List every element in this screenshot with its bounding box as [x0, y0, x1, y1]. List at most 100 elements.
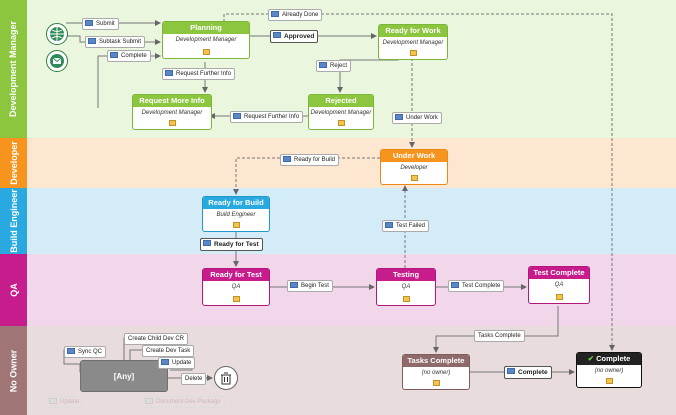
document-icon: [410, 50, 417, 56]
transition-icon: [88, 38, 96, 44]
transition-submit[interactable]: Submit: [82, 18, 119, 30]
state-under-work[interactable]: Under Work Developer: [380, 149, 448, 185]
transition-label: Begin Test: [301, 283, 329, 289]
transition-update[interactable]: Update: [158, 357, 196, 369]
transition-icon: [145, 398, 153, 404]
transition-document-dev-package[interactable]: Document Dev Package: [142, 396, 225, 408]
state-request-more-info[interactable]: Request More Info Development Manager: [132, 94, 212, 130]
document-icon: [169, 120, 176, 126]
state-tasks-complete[interactable]: Tasks Complete (no owner): [402, 354, 470, 390]
document-icon: [203, 49, 210, 55]
transition-begin-test[interactable]: Begin Test: [287, 280, 333, 292]
email-icon[interactable]: [46, 50, 68, 72]
state-any[interactable]: [Any]: [80, 360, 168, 392]
transition-icon: [273, 32, 281, 38]
state-testing[interactable]: Testing QA: [376, 268, 436, 306]
state-role: (no owner): [594, 368, 624, 374]
state-planning[interactable]: Planning Development Manager: [162, 21, 250, 59]
check-icon: ✔: [587, 354, 595, 363]
state-ready-for-build[interactable]: Ready for Build Build Engineer: [202, 196, 270, 232]
transition-subtask-submit[interactable]: Subtask Submit: [85, 36, 146, 48]
state-role: (no owner): [421, 370, 451, 376]
transition-icon: [507, 368, 515, 374]
document-icon: [433, 380, 440, 386]
transition-label: Approved: [284, 33, 315, 40]
transition-icon: [67, 348, 75, 354]
transition-icon: [283, 156, 291, 162]
state-ready-for-work[interactable]: Ready for Work Development Manager: [378, 24, 448, 60]
state-rejected[interactable]: Rejected Development Manager: [308, 94, 374, 130]
document-icon: [606, 378, 613, 384]
transition-test-complete[interactable]: Test Complete: [448, 280, 505, 292]
lane-label: Build Engineer: [0, 188, 27, 254]
transition-create-child-dev-cr[interactable]: Create Child Dev CR: [124, 333, 189, 345]
transition-label: Sync QC: [78, 349, 103, 355]
transition-icon: [110, 52, 118, 58]
transition-reject[interactable]: Reject: [316, 60, 352, 72]
transition-icon: [161, 359, 169, 365]
transition-already-done[interactable]: Already Done: [268, 9, 323, 21]
lane-no-owner: No Owner: [0, 326, 676, 415]
transition-under-work[interactable]: Under Work: [392, 112, 442, 124]
lane-label: No Owner: [0, 326, 27, 415]
transition-label: Complete: [518, 369, 548, 376]
wire-create-task: [129, 349, 142, 360]
transition-label: Ready for Test: [214, 241, 259, 248]
transition-complete-final[interactable]: Complete: [504, 366, 552, 379]
transition-label: Test Failed: [396, 223, 426, 229]
state-ready-for-test[interactable]: Ready for Test QA: [202, 268, 270, 306]
state-role: QA: [554, 282, 564, 288]
transition-complete[interactable]: Complete: [107, 50, 151, 62]
transition-icon: [385, 222, 393, 228]
state-title: Under Work: [381, 150, 447, 162]
lane-label: Developer: [0, 138, 27, 188]
transition-label: Already Done: [282, 12, 319, 18]
transition-icon: [165, 70, 173, 76]
state-role: Development Manager: [175, 37, 237, 43]
transition-icon: [85, 20, 93, 26]
transition-update-faded[interactable]: Update: [46, 396, 84, 408]
lane-label: Development Manager: [0, 0, 27, 138]
transition-icon: [319, 62, 327, 68]
state-title: Planning: [163, 22, 249, 34]
globe-icon[interactable]: [46, 23, 68, 45]
transition-delete[interactable]: Delete: [181, 373, 207, 385]
wire-already-done: [223, 13, 615, 351]
transition-label: Under Work: [406, 115, 438, 121]
transition-label: Submit: [96, 21, 115, 27]
document-icon: [556, 294, 563, 300]
transition-label: Update: [60, 399, 80, 405]
transition-test-failed[interactable]: Test Failed: [382, 220, 430, 232]
transition-icon: [290, 282, 298, 288]
state-role: Development Manager: [310, 110, 372, 116]
state-complete[interactable]: ✔ Complete (no owner): [576, 352, 642, 388]
transition-ready-for-build[interactable]: Ready for Build: [280, 154, 340, 166]
state-title: ✔ Complete: [577, 353, 641, 365]
transition-icon: [49, 398, 57, 404]
transition-icon: [395, 114, 403, 120]
transition-icon: [451, 282, 459, 288]
document-icon: [338, 120, 345, 126]
transition-label: Document Dev Package: [156, 399, 221, 405]
transition-icon: [203, 240, 211, 246]
state-title: Rejected: [309, 95, 373, 107]
transition-label: Tasks Complete: [478, 333, 521, 339]
transition-ready-for-test[interactable]: Ready for Test: [200, 238, 263, 251]
transition-label: Update: [172, 360, 192, 366]
transition-approved[interactable]: Approved: [270, 30, 319, 43]
transition-tasks-complete[interactable]: Tasks Complete: [474, 330, 525, 342]
transition-request-further-info-2[interactable]: Request Further Info: [230, 111, 304, 123]
transition-label: Request Further Info: [244, 114, 300, 120]
state-title: Testing: [377, 269, 435, 281]
state-test-complete[interactable]: Test Complete QA: [528, 266, 590, 304]
document-icon: [411, 175, 418, 181]
trash-icon[interactable]: [214, 366, 238, 390]
transition-label: Complete: [121, 53, 147, 59]
transition-label: Create Child Dev CR: [128, 336, 185, 342]
transition-label: Delete: [185, 376, 203, 382]
transition-label: Create Dev Task: [146, 348, 191, 354]
transition-sync-qc[interactable]: Sync QC: [64, 346, 107, 358]
transition-create-dev-task[interactable]: Create Dev Task: [142, 345, 195, 357]
transition-request-further-info[interactable]: Request Further Info: [162, 68, 236, 80]
